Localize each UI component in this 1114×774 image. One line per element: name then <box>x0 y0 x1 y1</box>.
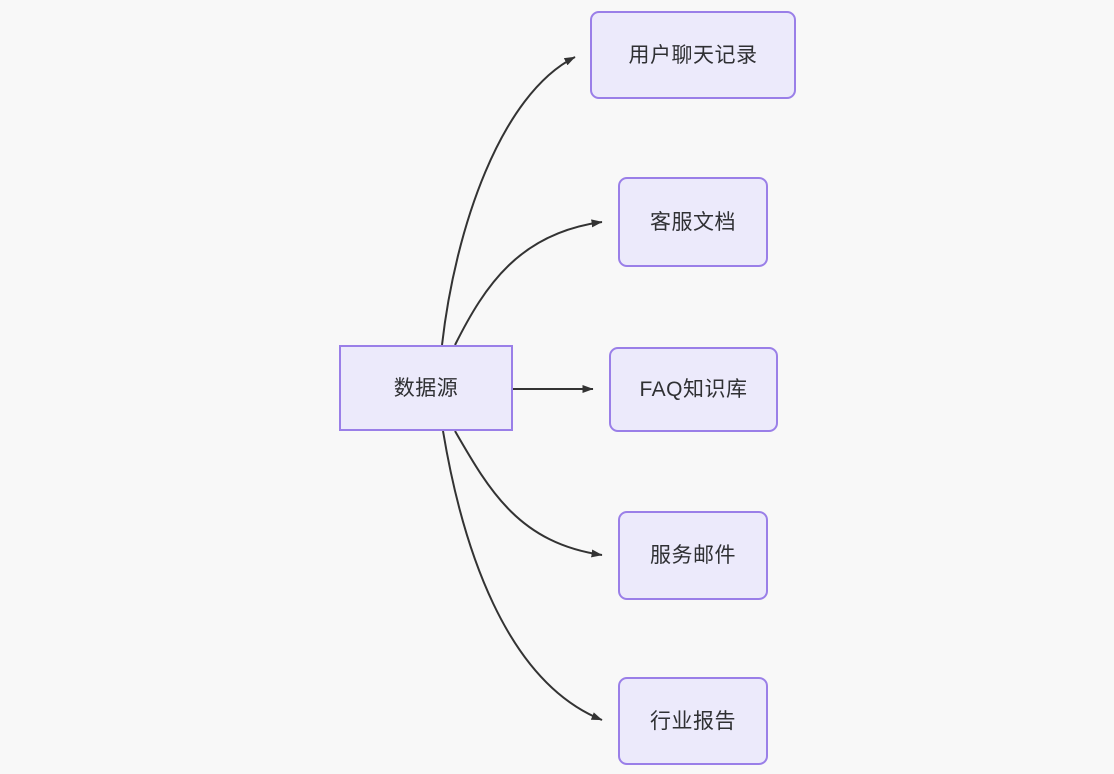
edge-to-service-email <box>454 430 603 558</box>
node-service-email-label: 服务邮件 <box>650 544 736 567</box>
node-support-docs[interactable]: 客服文档 <box>618 177 768 267</box>
node-chat-logs-label: 用户聊天记录 <box>628 43 758 67</box>
edge-to-support-docs <box>454 219 603 346</box>
node-faq-kb-label: FAQ知识库 <box>639 378 748 401</box>
node-industry-report-label: 行业报告 <box>650 709 736 733</box>
node-faq-kb[interactable]: FAQ知识库 <box>609 347 778 432</box>
edge-to-industry-report <box>442 430 603 721</box>
node-source[interactable]: 数据源 <box>339 345 513 431</box>
node-service-email[interactable]: 服务邮件 <box>618 511 768 600</box>
edge-to-chat-logs <box>441 56 576 346</box>
node-industry-report[interactable]: 行业报告 <box>618 677 768 765</box>
node-chat-logs[interactable]: 用户聊天记录 <box>590 11 796 99</box>
node-source-label: 数据源 <box>393 376 459 400</box>
node-support-docs-label: 客服文档 <box>650 210 736 234</box>
